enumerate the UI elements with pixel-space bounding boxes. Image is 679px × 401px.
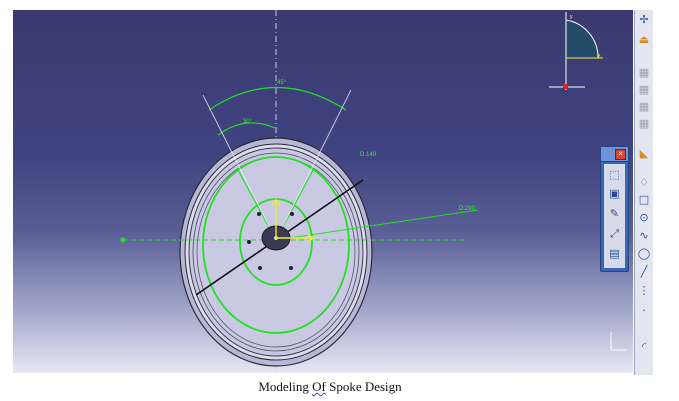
geometry-icon[interactable]: ✎ bbox=[609, 207, 620, 220]
angle-dimension-outer[interactable]: 45° bbox=[277, 80, 287, 86]
bolt-hole bbox=[247, 240, 251, 244]
bolt-hole bbox=[257, 212, 261, 216]
spline-icon[interactable]: ∿ bbox=[639, 229, 649, 242]
bolt-hole bbox=[258, 266, 262, 270]
transform-icon[interactable]: ⤢ bbox=[610, 227, 619, 240]
bolt-hole bbox=[290, 212, 294, 216]
construction-icon[interactable]: ▦ bbox=[638, 100, 650, 113]
angle-dimension-inner[interactable]: 30° bbox=[243, 119, 253, 125]
diameter-dimension-inner[interactable]: D.140 bbox=[360, 152, 377, 158]
caption-underlined-word: Of bbox=[312, 379, 326, 394]
point-icon[interactable]: · bbox=[642, 304, 646, 317]
ellipse-icon[interactable]: ◯ bbox=[637, 247, 651, 260]
sketch-tools-toolbar[interactable]: ✕ ⬚ ▣ ✎ ⤢ ▤ bbox=[600, 146, 629, 272]
caption-suffix: Spoke Design bbox=[325, 379, 402, 394]
angle-arc-inner[interactable] bbox=[217, 122, 276, 136]
rectangle-icon[interactable]: □ bbox=[638, 193, 650, 206]
angle-extension bbox=[275, 89, 352, 241]
tools-icon[interactable]: ▤ bbox=[609, 247, 620, 260]
exit-workbench-icon[interactable]: ⏏ bbox=[638, 33, 650, 46]
profile-icon[interactable]: ♢ bbox=[639, 176, 649, 189]
diameter-dimension-outer[interactable]: D.290 bbox=[459, 206, 476, 212]
right-toolbar: ✢ ⏏ ▦ ▦ ▦ ▦ ◣ ♢ □ ⊙ ∿ ◯ ╱ ⋮ · ◜ bbox=[634, 10, 653, 375]
caption-prefix: Modeling bbox=[258, 379, 313, 394]
corner-icon[interactable]: ◜ bbox=[641, 340, 647, 353]
angle-extension bbox=[202, 94, 277, 241]
cut-part-icon[interactable]: ◣ bbox=[639, 147, 649, 160]
sketch-canvas[interactable]: 45° 30° D.140 D.290 y x bbox=[13, 10, 633, 373]
figure-caption: Modeling Of Spoke Design bbox=[0, 379, 660, 395]
compass-y-label: y bbox=[570, 14, 573, 20]
geometry-icon[interactable]: ▦ bbox=[638, 117, 650, 130]
axis-icon[interactable]: ⋮ bbox=[638, 284, 650, 297]
compass-widget[interactable]: y x bbox=[549, 12, 603, 90]
origin-h-arrow bbox=[276, 233, 316, 243]
bolt-hole bbox=[289, 266, 293, 270]
constraint-icon[interactable]: ▣ bbox=[609, 187, 620, 200]
pin-icon[interactable]: ✢ bbox=[639, 13, 649, 26]
compass-origin bbox=[563, 84, 568, 89]
toolbar-header[interactable]: ✕ bbox=[601, 147, 628, 162]
close-icon[interactable]: ✕ bbox=[615, 149, 626, 160]
sketch-viewport[interactable]: 45° 30° D.140 D.290 y x bbox=[13, 10, 633, 373]
snap-icon[interactable]: ▦ bbox=[638, 83, 650, 96]
line-icon[interactable]: ╱ bbox=[640, 265, 648, 278]
select-icon[interactable]: ⬚ bbox=[609, 168, 620, 181]
origin-point[interactable] bbox=[120, 237, 126, 243]
origin-v-arrow bbox=[271, 197, 281, 238]
view-axis-indicator bbox=[610, 332, 627, 351]
compass-quadrant bbox=[565, 19, 599, 59]
compass-x-label: x bbox=[598, 53, 601, 59]
toolbar-body: ⬚ ▣ ✎ ⤢ ▤ bbox=[604, 164, 625, 268]
angle-arc-outer[interactable] bbox=[208, 87, 347, 111]
grid-icon[interactable]: ▦ bbox=[638, 66, 650, 79]
spoke-plate bbox=[196, 156, 356, 348]
rim-ring bbox=[192, 152, 360, 352]
sketch-circle-outer[interactable] bbox=[202, 156, 350, 334]
circle-icon[interactable]: ⊙ bbox=[639, 211, 649, 224]
